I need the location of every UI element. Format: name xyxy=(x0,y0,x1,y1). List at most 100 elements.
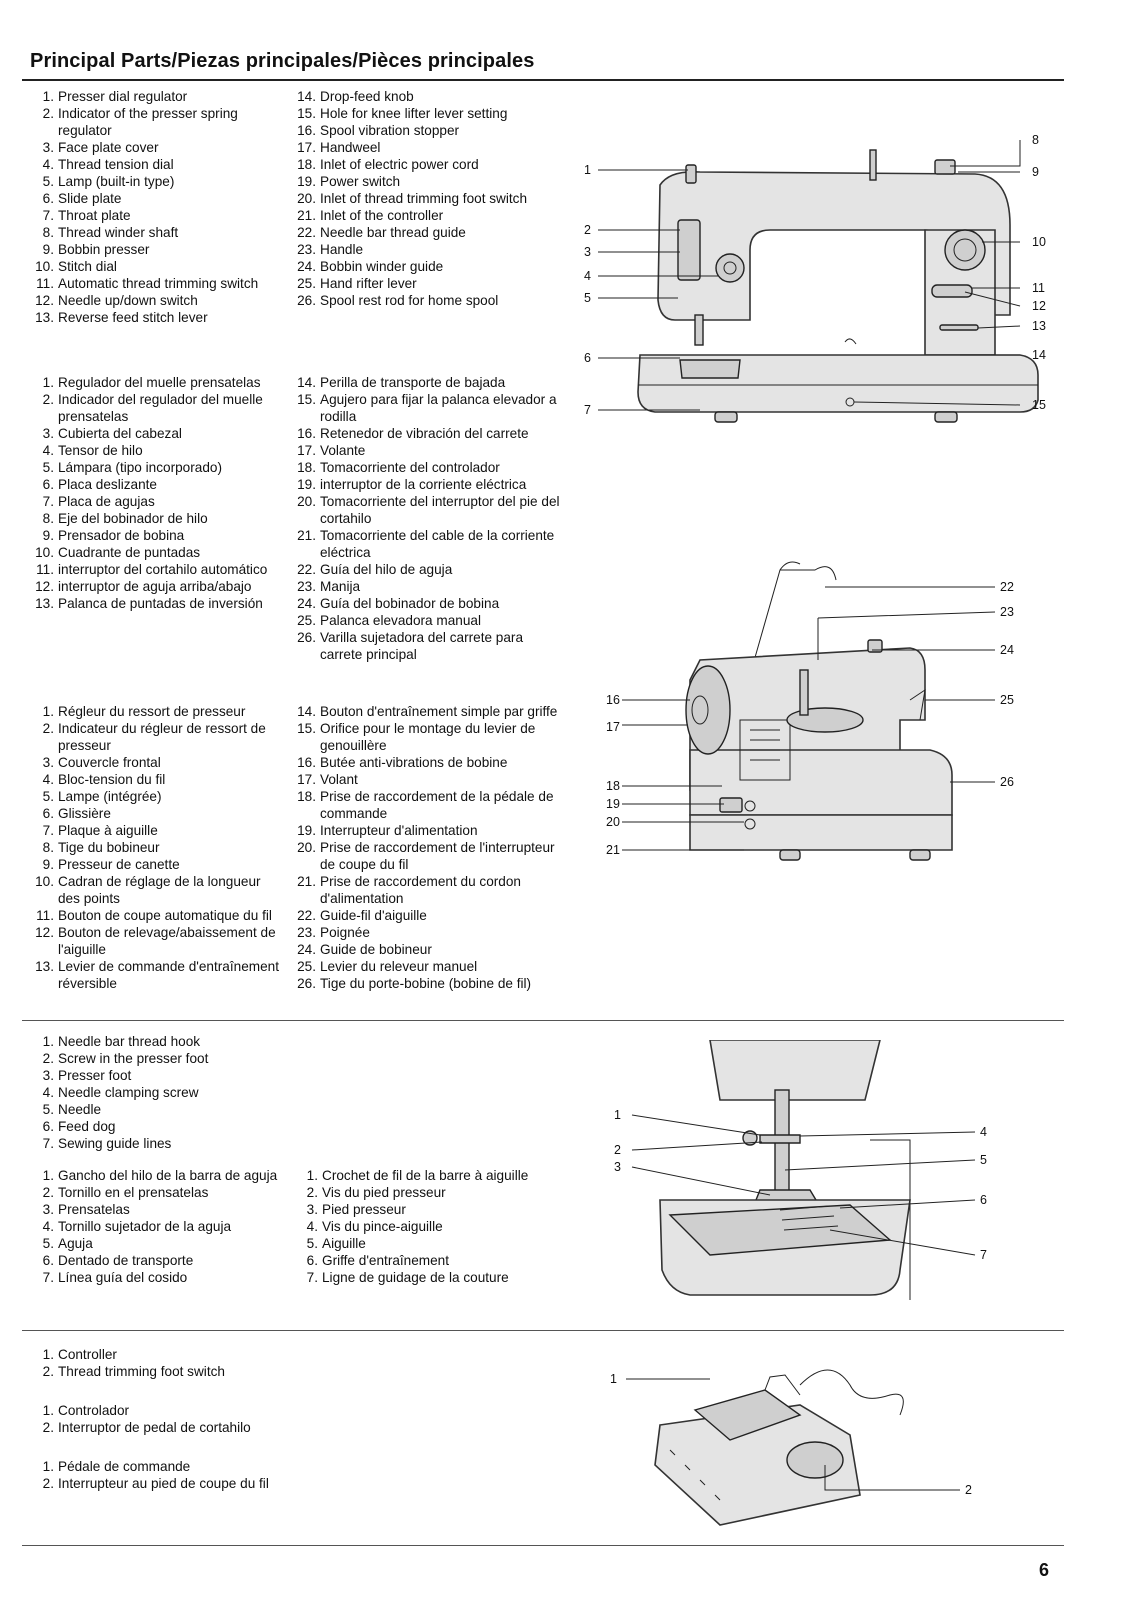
item-number: 8. xyxy=(42,511,54,526)
list-item: 5.Needle xyxy=(32,1101,294,1118)
list-item: 9.Prensador de bobina xyxy=(32,527,284,544)
callout-label: 5 xyxy=(980,1153,987,1167)
item-text: Gancho del hilo de la barra de aguja xyxy=(58,1168,278,1183)
list-item: 18.Prise de raccordement de la pédale de… xyxy=(294,788,564,822)
item-number: 3. xyxy=(42,426,54,441)
list-item: 7.Placa de agujas xyxy=(32,493,284,510)
item-text: Agujero para fijar la palanca elevador a… xyxy=(320,392,557,424)
list-item: 1.Controlador xyxy=(32,1402,332,1419)
list-item: 25.Palanca elevadora manual xyxy=(294,612,564,629)
list-item: 13.Reverse feed stitch lever xyxy=(32,309,292,326)
list-item: 19.Power switch xyxy=(294,173,564,190)
item-text: Dentado de transporte xyxy=(58,1253,194,1268)
list-item: 6. Feed dog xyxy=(32,1118,294,1135)
item-number: 16. xyxy=(297,426,316,441)
item-text: Reverse feed stitch lever xyxy=(58,310,208,325)
item-number: 2. xyxy=(306,1185,318,1200)
controller-callout-labels: 12 xyxy=(610,1372,972,1497)
list-item: 14.Drop-feed knob xyxy=(294,88,564,105)
item-number: 1. xyxy=(42,1034,54,1049)
callout-label: 8 xyxy=(1032,133,1039,147)
list-item: 20.Prise de raccordement de l'interrupte… xyxy=(294,839,564,873)
item-text: Guía del bobinador de bobina xyxy=(320,596,500,611)
list-item: 12.Needle up/down switch xyxy=(32,292,292,309)
item-number: 11. xyxy=(36,908,54,923)
item-text: Prensatelas xyxy=(58,1202,130,1217)
item-number: 3. xyxy=(42,1068,54,1083)
list-item: 10.Stitch dial xyxy=(32,258,292,275)
item-text: Plaque à aiguille xyxy=(58,823,158,838)
list-item: 20.Tomacorriente del interruptor del pie… xyxy=(294,493,564,527)
item-number: 3. xyxy=(306,1202,318,1217)
item-number: 21. xyxy=(297,208,316,223)
item-number: 17. xyxy=(297,443,316,458)
item-text: Slide plate xyxy=(58,191,122,206)
item-number: 7. xyxy=(306,1270,318,1285)
parts-list-french-2: 14.Bouton d'entraînement simple par grif… xyxy=(294,703,564,992)
item-number: 1. xyxy=(42,89,54,104)
item-text: Presser dial regulator xyxy=(58,89,188,104)
item-text: Inlet of electric power cord xyxy=(320,157,479,172)
item-number: 1. xyxy=(42,704,54,719)
item-number: 26. xyxy=(297,293,316,308)
item-text: Lamp (built-in type) xyxy=(58,174,175,189)
item-text: Couvercle frontal xyxy=(58,755,161,770)
list-item: 9.Presseur de canette xyxy=(32,856,284,873)
list-item: 24.Bobbin winder guide xyxy=(294,258,564,275)
item-number: 4. xyxy=(42,1219,54,1234)
item-number: 13. xyxy=(35,959,54,974)
item-number: 2. xyxy=(42,1364,54,1379)
item-number: 25. xyxy=(297,613,316,628)
item-text: Presseur de canette xyxy=(58,857,180,872)
list-item: 15.Hole for knee lifter lever setting xyxy=(294,105,564,122)
controller-callout-lines xyxy=(626,1378,960,1491)
list-item: 18.Tomacorriente del controlador xyxy=(294,459,564,476)
list-item: 10.Cadran de réglage de la longueur des … xyxy=(32,873,284,907)
list-item: 2.Interrupteur au pied de coupe du fil xyxy=(32,1475,332,1492)
item-text: Feed dog xyxy=(58,1119,116,1134)
item-text: Needle up/down switch xyxy=(58,293,198,308)
item-number: 2. xyxy=(42,1185,54,1200)
item-number: 5. xyxy=(42,174,54,189)
item-text: Aiguille xyxy=(322,1236,366,1251)
callout-label: 3 xyxy=(614,1160,621,1174)
list-item: 26.Varilla sujetadora del carrete para c… xyxy=(294,629,564,663)
item-text: Needle bar thread guide xyxy=(320,225,466,240)
list-item: 17.Volant xyxy=(294,771,564,788)
item-text: Prensador de bobina xyxy=(58,528,185,543)
callout-label: 5 xyxy=(584,291,591,305)
item-number: 6. xyxy=(42,1119,54,1134)
item-text: Face plate cover xyxy=(58,140,159,155)
list-item: 16.Retenedor de vibración del carrete xyxy=(294,425,564,442)
callout-label: 19 xyxy=(606,797,620,811)
list-item: 6.Dentado de transporte xyxy=(32,1252,294,1269)
list-item: 1.Crochet de fil de la barre à aiguille xyxy=(296,1167,576,1184)
callout-label: 16 xyxy=(606,693,620,707)
item-text: Thread trimming foot switch xyxy=(58,1364,225,1379)
item-number: 4. xyxy=(42,772,54,787)
item-text: Tomacorriente del controlador xyxy=(320,460,500,475)
callout-label: 18 xyxy=(606,779,620,793)
item-text: Inlet of the controller xyxy=(320,208,444,223)
callout-label: 7 xyxy=(584,403,591,417)
item-text: Hand rifter lever xyxy=(320,276,417,291)
item-number: 4. xyxy=(42,157,54,172)
list-item: 7.Throat plate xyxy=(32,207,292,224)
item-text: Levier du releveur manuel xyxy=(320,959,478,974)
item-text: Needle clamping screw xyxy=(58,1085,199,1100)
item-text: Tige du porte-bobine (bobine de fil) xyxy=(320,976,532,991)
item-number: 5. xyxy=(42,460,54,475)
item-text: Cubierta del cabezal xyxy=(58,426,182,441)
item-text: Interruptor de pedal de cortahilo xyxy=(58,1420,251,1435)
callout-label: 12 xyxy=(1032,299,1046,313)
list-item: 17.Volante xyxy=(294,442,564,459)
item-number: 6. xyxy=(42,806,54,821)
item-number: 21. xyxy=(297,874,316,889)
list-item: 19.Interrupteur d'alimentation xyxy=(294,822,564,839)
item-number: 15. xyxy=(297,721,316,736)
